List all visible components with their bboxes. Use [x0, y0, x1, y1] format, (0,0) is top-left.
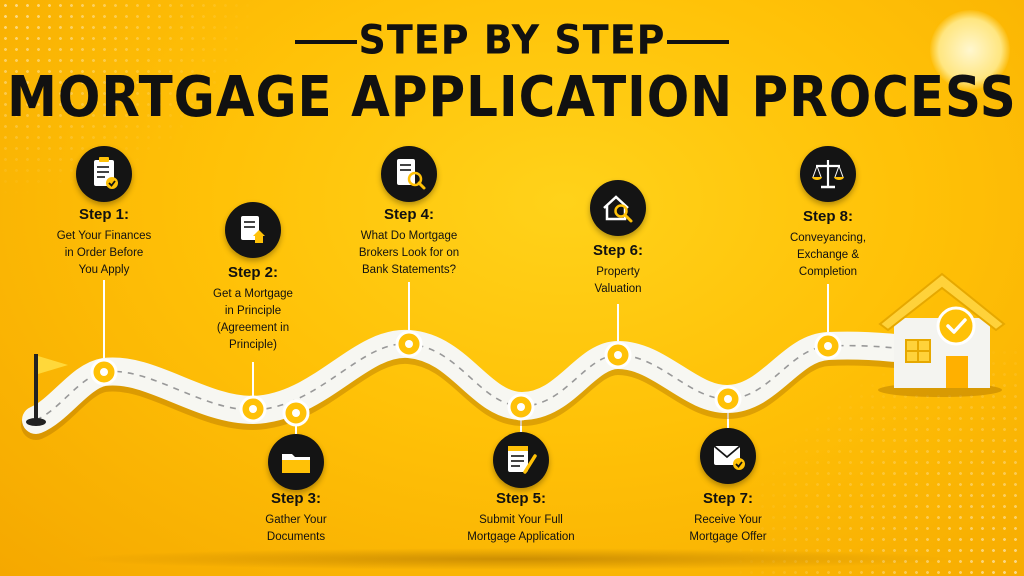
step-8-title: Step 8:	[802, 208, 853, 225]
road-marker-step-3	[282, 399, 310, 427]
step-5: Step 5: Submit Your Full Mortgage Applic…	[446, 490, 596, 546]
form-pen-icon	[493, 432, 549, 488]
step-8-desc-line-3: Completion	[798, 266, 858, 278]
road-marker-step-5	[507, 393, 535, 421]
step-7-title: Step 7:	[702, 490, 753, 507]
page-title: MORTGAGE APPLICATION PROCESS	[7, 64, 1017, 130]
road-marker-step-6	[604, 341, 632, 369]
step-2-desc-line-1: Get a Mortgage	[213, 288, 293, 300]
title-rule-left	[295, 40, 357, 44]
step-4-desc-line-2: Brokers Look for on	[358, 247, 460, 259]
folder-icon	[268, 434, 324, 490]
step-6-desc-line-1: Property	[596, 266, 640, 278]
step-4: Step 4: What Do Mortgage Brokers Look fo…	[334, 206, 484, 279]
scales-icon	[800, 146, 856, 202]
destination-house-icon	[878, 272, 1006, 397]
step-1: Step 1: Get Your Finances in Order Befor…	[34, 206, 174, 279]
start-flag-icon	[38, 356, 68, 374]
step-6-title: Step 6:	[592, 242, 643, 259]
title-rule-right	[667, 40, 729, 44]
step-8: Step 8: Conveyancing, Exchange & Complet…	[763, 208, 893, 281]
step-1-desc-line-1: Get Your Finances	[56, 230, 152, 242]
step-1-desc-line-3: You Apply	[78, 264, 130, 276]
step-1-desc-line-2: in Order Before	[64, 247, 144, 259]
envelope-check-icon	[700, 428, 756, 484]
road-marker-step-7	[714, 385, 742, 413]
step-3-title: Step 3:	[270, 490, 321, 507]
checklist-icon	[76, 146, 132, 202]
step-5-desc-line-2: Mortgage Application	[467, 531, 575, 543]
road-marker-step-8	[814, 332, 842, 360]
step-4-desc-line-3: Bank Statements?	[362, 264, 456, 276]
start-flag-base	[26, 418, 46, 426]
step-1-title: Step 1:	[78, 206, 129, 223]
step-7: Step 7: Receive Your Mortgage Offer	[658, 490, 798, 546]
step-5-title: Step 5:	[495, 490, 546, 507]
start-flag-pole	[34, 354, 38, 422]
step-2-title: Step 2:	[227, 264, 278, 281]
road-marker-step-4	[395, 330, 423, 358]
document-search-icon	[381, 146, 437, 202]
step-6-desc-line-2: Valuation	[594, 283, 642, 295]
step-2: Step 2: Get a Mortgage in Principle (Agr…	[183, 264, 323, 354]
road-marker-step-2	[239, 395, 267, 423]
step-8-desc-line-2: Exchange &	[796, 249, 859, 261]
step-4-title: Step 4:	[383, 206, 434, 223]
sun-glow	[930, 10, 1010, 90]
step-2-desc-line-3: (Agreement in	[216, 322, 290, 334]
road-marker-step-1	[90, 358, 118, 386]
step-6: Step 6: Property Valuation	[558, 242, 678, 298]
road-markers	[90, 330, 842, 427]
step-4-desc-line-1: What Do Mortgage	[360, 230, 458, 242]
step-8-desc-line-1: Conveyancing,	[789, 232, 867, 244]
step-3-desc-line-2: Documents	[266, 531, 326, 543]
house-search-icon	[590, 180, 646, 236]
step-2-desc-line-4: Principle)	[229, 339, 277, 351]
house-document-icon	[225, 202, 281, 258]
step-3: Step 3: Gather Your Documents	[226, 490, 366, 546]
title-line-1: STEP BY STEP	[358, 16, 666, 64]
step-7-desc-line-2: Mortgage Offer	[689, 531, 767, 543]
step-7-desc-line-1: Receive Your	[694, 514, 762, 526]
step-2-desc-line-2: in Principle	[224, 305, 282, 317]
step-5-desc-line-1: Submit Your Full	[479, 514, 563, 526]
step-3-desc-line-1: Gather Your	[265, 514, 327, 526]
ground-shadow	[70, 548, 960, 570]
